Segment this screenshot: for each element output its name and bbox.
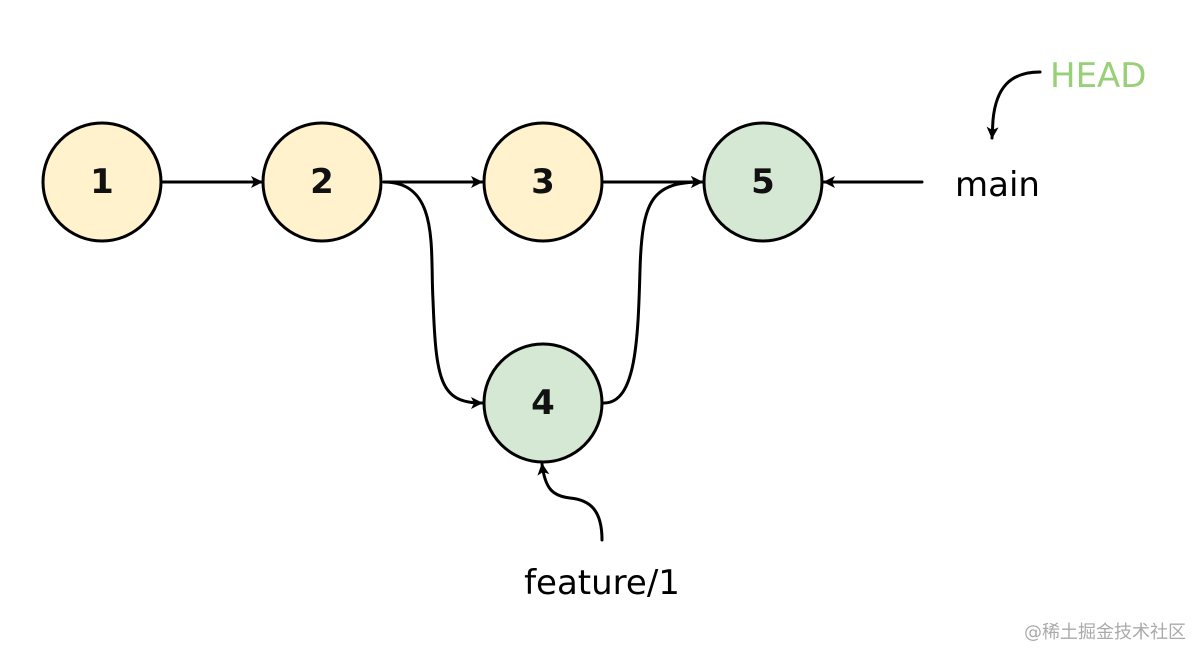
- commit-node-3: 3: [482, 121, 604, 243]
- head-pointer-arrow: [986, 70, 1042, 140]
- branch-label-main: main: [955, 165, 1040, 205]
- commit-node-2: 2: [261, 121, 383, 243]
- commit-node-1: 1: [41, 121, 163, 243]
- commit-label-4: 4: [531, 383, 555, 423]
- branch-label-feature: feature/1: [524, 563, 680, 603]
- feature-pointer-arrow: [537, 462, 604, 542]
- commit-circle-2: [261, 121, 383, 243]
- watermark: @稀土掘金技术社区: [1024, 622, 1186, 643]
- edge-2-to-4: [382, 180, 484, 409]
- commit-label-1: 1: [90, 162, 114, 202]
- commit-node-5: 5: [702, 121, 824, 243]
- commit-circle-4: [482, 342, 604, 464]
- commit-label-5: 5: [751, 162, 775, 202]
- commit-circle-3: [482, 121, 604, 243]
- commit-node-4: 4: [482, 342, 604, 464]
- commit-label-3: 3: [531, 162, 555, 202]
- commit-circle-1: [41, 121, 163, 243]
- commit-label-2: 2: [310, 162, 334, 202]
- edge-4-to-5: [602, 176, 704, 405]
- head-label: HEAD: [1050, 56, 1147, 96]
- commit-circle-5: [702, 121, 824, 243]
